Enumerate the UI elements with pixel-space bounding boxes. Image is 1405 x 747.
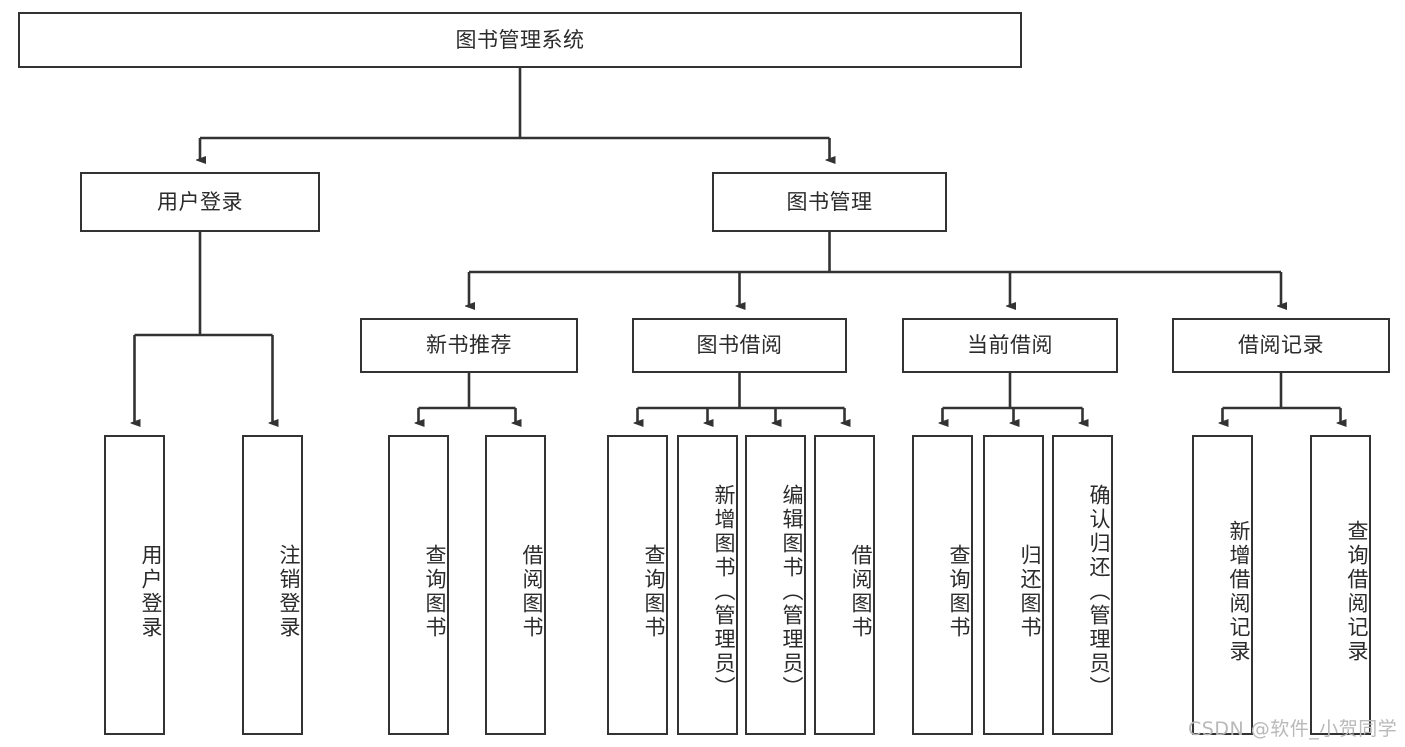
node-label: 图书管理系统 [455, 27, 585, 52]
node-leaf-logout: 注销登录 [242, 435, 303, 735]
node-label: 用户登录 [139, 544, 163, 640]
node-current-borrow: 当前借阅 [902, 318, 1118, 373]
node-label: 当前借阅 [967, 333, 1053, 358]
node-leaf-confirm-return: 确认归还（管理员） [1052, 435, 1113, 735]
node-label: 查询图书 [642, 544, 666, 640]
csdn-watermark: CSDN @软件_小贺同学 [1188, 718, 1398, 740]
node-leaf-add-book: 新增图书（管理员） [677, 435, 738, 735]
node-leaf-query-book-3: 查询图书 [912, 435, 973, 735]
node-leaf-borrow-book-1: 借阅图书 [485, 435, 546, 735]
node-label: 新增图书（管理员） [712, 484, 736, 700]
node-borrow-record: 借阅记录 [1172, 318, 1390, 373]
node-book-manage: 图书管理 [712, 172, 947, 232]
node-leaf-user-login: 用户登录 [104, 435, 165, 735]
node-label: 注销登录 [277, 544, 301, 640]
node-label: 借阅记录 [1238, 333, 1324, 358]
node-root: 图书管理系统 [18, 12, 1022, 68]
node-user-login: 用户登录 [80, 172, 320, 232]
node-label: 新书推荐 [426, 333, 512, 358]
node-leaf-return-book: 归还图书 [983, 435, 1044, 735]
node-label: 图书借阅 [696, 333, 783, 358]
node-label: 新增借阅记录 [1227, 520, 1251, 664]
node-label: 查询借阅记录 [1345, 520, 1369, 664]
node-leaf-add-record: 新增借阅记录 [1192, 435, 1253, 735]
node-leaf-borrow-book-2: 借阅图书 [814, 435, 875, 735]
node-label: 借阅图书 [520, 544, 544, 640]
node-leaf-query-record: 查询借阅记录 [1310, 435, 1371, 735]
node-leaf-edit-book: 编辑图书（管理员） [745, 435, 806, 735]
node-label: 图书管理 [786, 189, 873, 214]
node-label: 归还图书 [1018, 544, 1042, 640]
node-leaf-query-book-2: 查询图书 [607, 435, 668, 735]
node-new-book-rec: 新书推荐 [360, 318, 578, 373]
node-leaf-query-book-1: 查询图书 [388, 435, 449, 735]
node-label: 查询图书 [423, 544, 447, 640]
node-label: 确认归还（管理员） [1087, 484, 1111, 700]
node-label: 查询图书 [947, 544, 971, 640]
node-label: 编辑图书（管理员） [780, 484, 804, 700]
node-label: 用户登录 [157, 189, 243, 214]
node-label: 借阅图书 [849, 544, 873, 640]
node-book-borrow: 图书借阅 [632, 318, 847, 373]
